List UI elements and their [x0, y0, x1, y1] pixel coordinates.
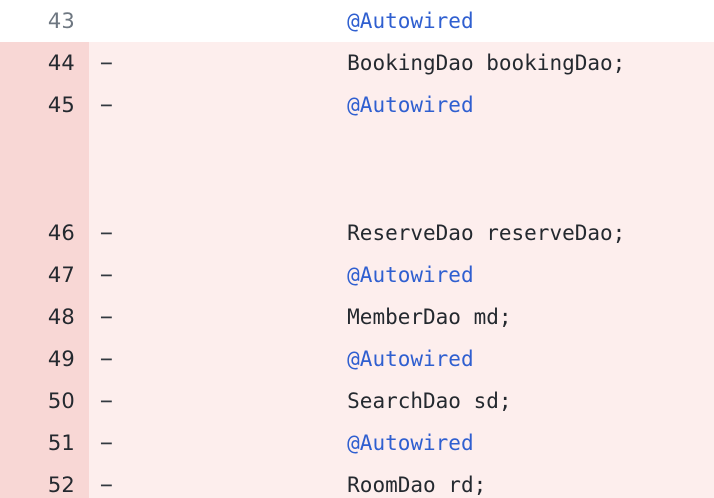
diff-row[interactable]: 49− @Autowired	[0, 338, 714, 380]
line-number[interactable]: 52	[0, 464, 89, 498]
deletion-marker-icon: −	[100, 473, 113, 497]
code-line[interactable]: @Autowired	[246, 84, 714, 169]
code-token	[246, 263, 347, 287]
code-line[interactable]: @Autowired	[246, 422, 714, 464]
code-token	[246, 305, 347, 329]
deletion-marker-icon: −	[100, 431, 113, 455]
line-number[interactable]: 47	[0, 254, 89, 296]
code-line[interactable]: @Autowired	[246, 0, 714, 42]
diff-row[interactable]: 43 @Autowired	[0, 0, 714, 42]
deletion-marker-icon: −	[100, 221, 113, 245]
java-annotation-token: @Autowired	[347, 263, 474, 287]
code-token	[246, 431, 347, 455]
java-annotation-token: @Autowired	[347, 9, 474, 33]
diff-row[interactable]: 47− @Autowired	[0, 254, 714, 296]
diff-row[interactable]: 45− @Autowired	[0, 84, 714, 169]
code-line[interactable]: MemberDao md;	[246, 296, 714, 338]
deletion-marker-icon: −	[100, 347, 113, 371]
code-line[interactable]: SearchDao sd;	[246, 380, 714, 422]
line-number[interactable]: 44	[0, 42, 89, 84]
code-token: RoomDao rd;	[347, 473, 487, 497]
code-token	[246, 93, 347, 117]
diff-row[interactable]: 48− MemberDao md;	[0, 296, 714, 338]
line-number[interactable]: 49	[0, 338, 89, 380]
code-line[interactable]: @Autowired	[246, 254, 714, 296]
java-annotation-token: @Autowired	[347, 431, 474, 455]
line-number[interactable]: 45	[0, 84, 89, 169]
code-line[interactable]: RoomDao rd;	[246, 464, 714, 498]
diff-row[interactable]: 52− RoomDao rd;	[0, 464, 714, 498]
code-token	[246, 347, 347, 371]
line-number[interactable]: 43	[0, 0, 89, 42]
code-token: SearchDao sd;	[347, 389, 512, 413]
diff-row[interactable]: 51− @Autowired	[0, 422, 714, 464]
diff-row[interactable]: 50− SearchDao sd;	[0, 380, 714, 422]
code-token	[246, 473, 347, 497]
code-token	[246, 51, 347, 75]
code-token: BookingDao bookingDao;	[347, 51, 626, 75]
diff-row[interactable]: 44− BookingDao bookingDao;	[0, 42, 714, 84]
deletion-marker-icon: −	[100, 305, 113, 329]
code-token: MemberDao md;	[347, 305, 512, 329]
deletion-marker-icon: −	[100, 263, 113, 287]
code-line[interactable]: BookingDao bookingDao;	[246, 42, 714, 84]
line-number[interactable]: 51	[0, 422, 89, 464]
no-change-marker	[89, 0, 246, 42]
line-number[interactable]: 50	[0, 380, 89, 422]
code-line[interactable]: ReserveDao reserveDao;	[246, 169, 714, 254]
java-annotation-token: @Autowired	[347, 347, 474, 371]
line-number[interactable]: 46	[0, 169, 89, 254]
code-token: ReserveDao reserveDao;	[347, 221, 626, 245]
code-token	[246, 221, 347, 245]
deletion-marker-icon: −	[100, 93, 113, 117]
line-number[interactable]: 48	[0, 296, 89, 338]
deletion-marker-icon: −	[100, 51, 113, 75]
deletion-marker-icon: −	[100, 389, 113, 413]
code-token	[246, 389, 347, 413]
code-line[interactable]: @Autowired	[246, 338, 714, 380]
code-token	[246, 9, 347, 33]
diff-row[interactable]: 46− ReserveDao reserveDao;	[0, 169, 714, 254]
java-annotation-token: @Autowired	[347, 93, 474, 117]
